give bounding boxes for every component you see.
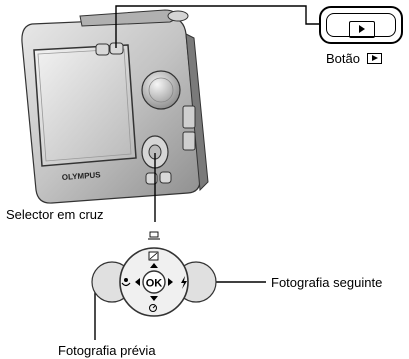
brand-text: OLYMPUS — [62, 170, 102, 182]
down-arrow-icon — [150, 296, 158, 301]
print-icon — [148, 231, 160, 240]
playback-button-enlarged — [319, 6, 403, 44]
previous-photo-label: Fotografia prévia — [58, 343, 156, 358]
ok-button-label: OK — [146, 278, 163, 290]
arrow-pad-label: Selector em cruz — [6, 207, 104, 222]
arrow-pad-enlarged: OK — [91, 231, 217, 317]
flash-icon — [181, 276, 187, 289]
self-timer-icon — [149, 304, 157, 312]
playback-button-bezel — [326, 13, 396, 38]
playback-icon — [349, 21, 375, 38]
macro-icon — [121, 278, 131, 287]
camera-illustration: OLYMPUS — [21, 9, 209, 204]
up-arrow-icon — [150, 263, 158, 268]
exposure-compensation-icon — [148, 251, 159, 261]
next-photo-label: Fotografia seguinte — [271, 275, 383, 290]
playback-button-label: Botão — [326, 51, 360, 66]
left-arrow-icon — [135, 278, 140, 286]
playback-icon-inline — [366, 53, 382, 64]
right-arrow-icon — [168, 278, 173, 286]
playback-button-caption: Botão — [326, 52, 382, 65]
